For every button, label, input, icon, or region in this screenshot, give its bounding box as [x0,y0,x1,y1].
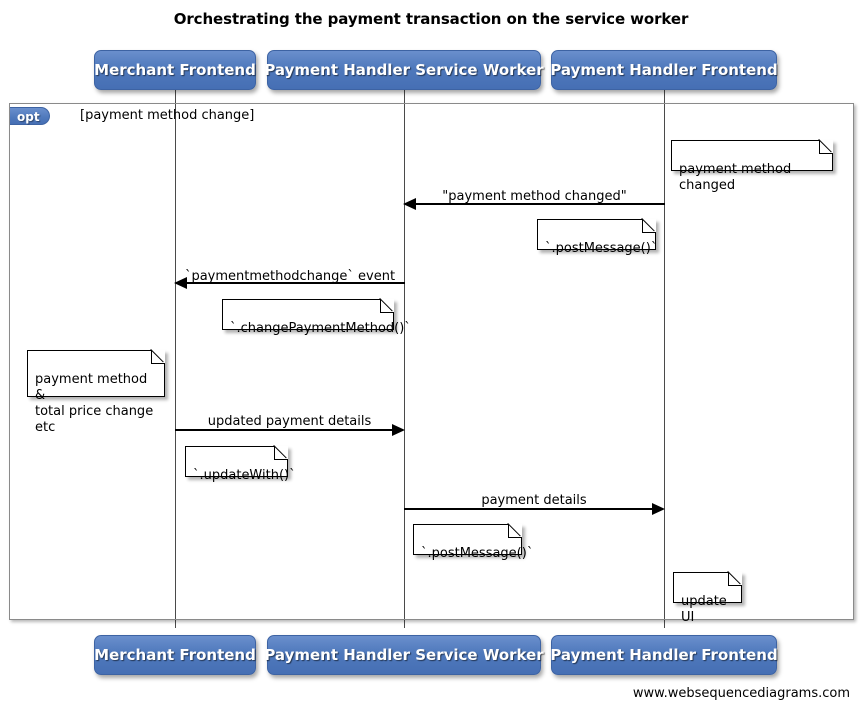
participant-label: Payment Handler Service Worker [264,61,544,79]
note-payment-method-changed: payment method changed [671,140,833,193]
footer-credit: www.websequencediagrams.com [632,686,850,701]
note-text: `.postMessage()` [545,241,658,256]
lifeline-merchant-frontend [175,88,176,628]
note-text: payment method changed [679,162,792,193]
opt-fragment-frame [9,103,854,620]
arrow-head-payment-method-changed [403,198,416,210]
participant-label: Merchant Frontend [94,646,256,664]
note-fold-icon [380,299,394,313]
note-fold-icon [819,140,833,154]
message-line-payment-details [404,508,653,510]
note-post-message-2: `.postMessage()` [413,524,533,561]
lifeline-payment-handler-service-worker [404,88,405,628]
note-text: `.postMessage()` [421,546,534,561]
participant-box-merchant-frontend-bottom[interactable]: Merchant Frontend [94,635,256,675]
participant-label: Payment Handler Frontend [550,61,778,79]
message-label-updated-payment-details: updated payment details [207,414,372,429]
note-post-message-1: `.postMessage()` [537,219,657,256]
note-update-with: `.updateWith()` [185,446,296,483]
arrow-head-paymentmethodchange-event [174,277,187,289]
message-line-paymentmethodchange-event [184,282,405,284]
lifeline-payment-handler-frontend [664,88,665,628]
message-label-payment-details: payment details [481,493,587,508]
participant-label: Payment Handler Service Worker [264,646,544,664]
message-line-updated-payment-details [175,429,393,431]
note-payment-method-total-price: payment method & total price change etc [27,350,165,435]
note-text: `.updateWith()` [193,468,296,483]
participant-box-payment-handler-frontend-top[interactable]: Payment Handler Frontend [550,50,778,90]
note-fold-icon [642,219,656,233]
note-fold-icon [274,446,288,460]
participant-label: Merchant Frontend [94,61,256,79]
participant-box-payment-handler-frontend-bottom[interactable]: Payment Handler Frontend [550,635,778,675]
arrow-head-updated-payment-details [392,424,405,436]
page-title: Orchestrating the payment transaction on… [173,10,689,28]
note-text: update UI [681,594,727,625]
opt-fragment-guard: [payment method change] [80,108,255,123]
arrow-head-payment-details [652,503,665,515]
note-update-ui: update UI [673,572,742,625]
note-change-payment-method: `.changePaymentMethod()` [222,299,411,336]
note-fold-icon [151,350,165,364]
participant-box-merchant-frontend-top[interactable]: Merchant Frontend [94,50,256,90]
opt-fragment-operator: opt [10,107,50,125]
participant-label: Payment Handler Frontend [550,646,778,664]
note-text: `.changePaymentMethod()` [230,321,411,336]
participant-box-payment-handler-service-worker-bottom[interactable]: Payment Handler Service Worker [264,635,544,675]
note-fold-icon [508,524,522,538]
note-fold-icon [728,572,742,586]
message-label-payment-method-changed: "payment method changed" [442,189,627,204]
participant-box-payment-handler-service-worker-top[interactable]: Payment Handler Service Worker [264,50,544,90]
note-text: payment method & total price change etc [35,372,154,435]
message-line-payment-method-changed [413,203,665,205]
message-label-paymentmethodchange-event: `paymentmethodchange` event [184,269,396,284]
